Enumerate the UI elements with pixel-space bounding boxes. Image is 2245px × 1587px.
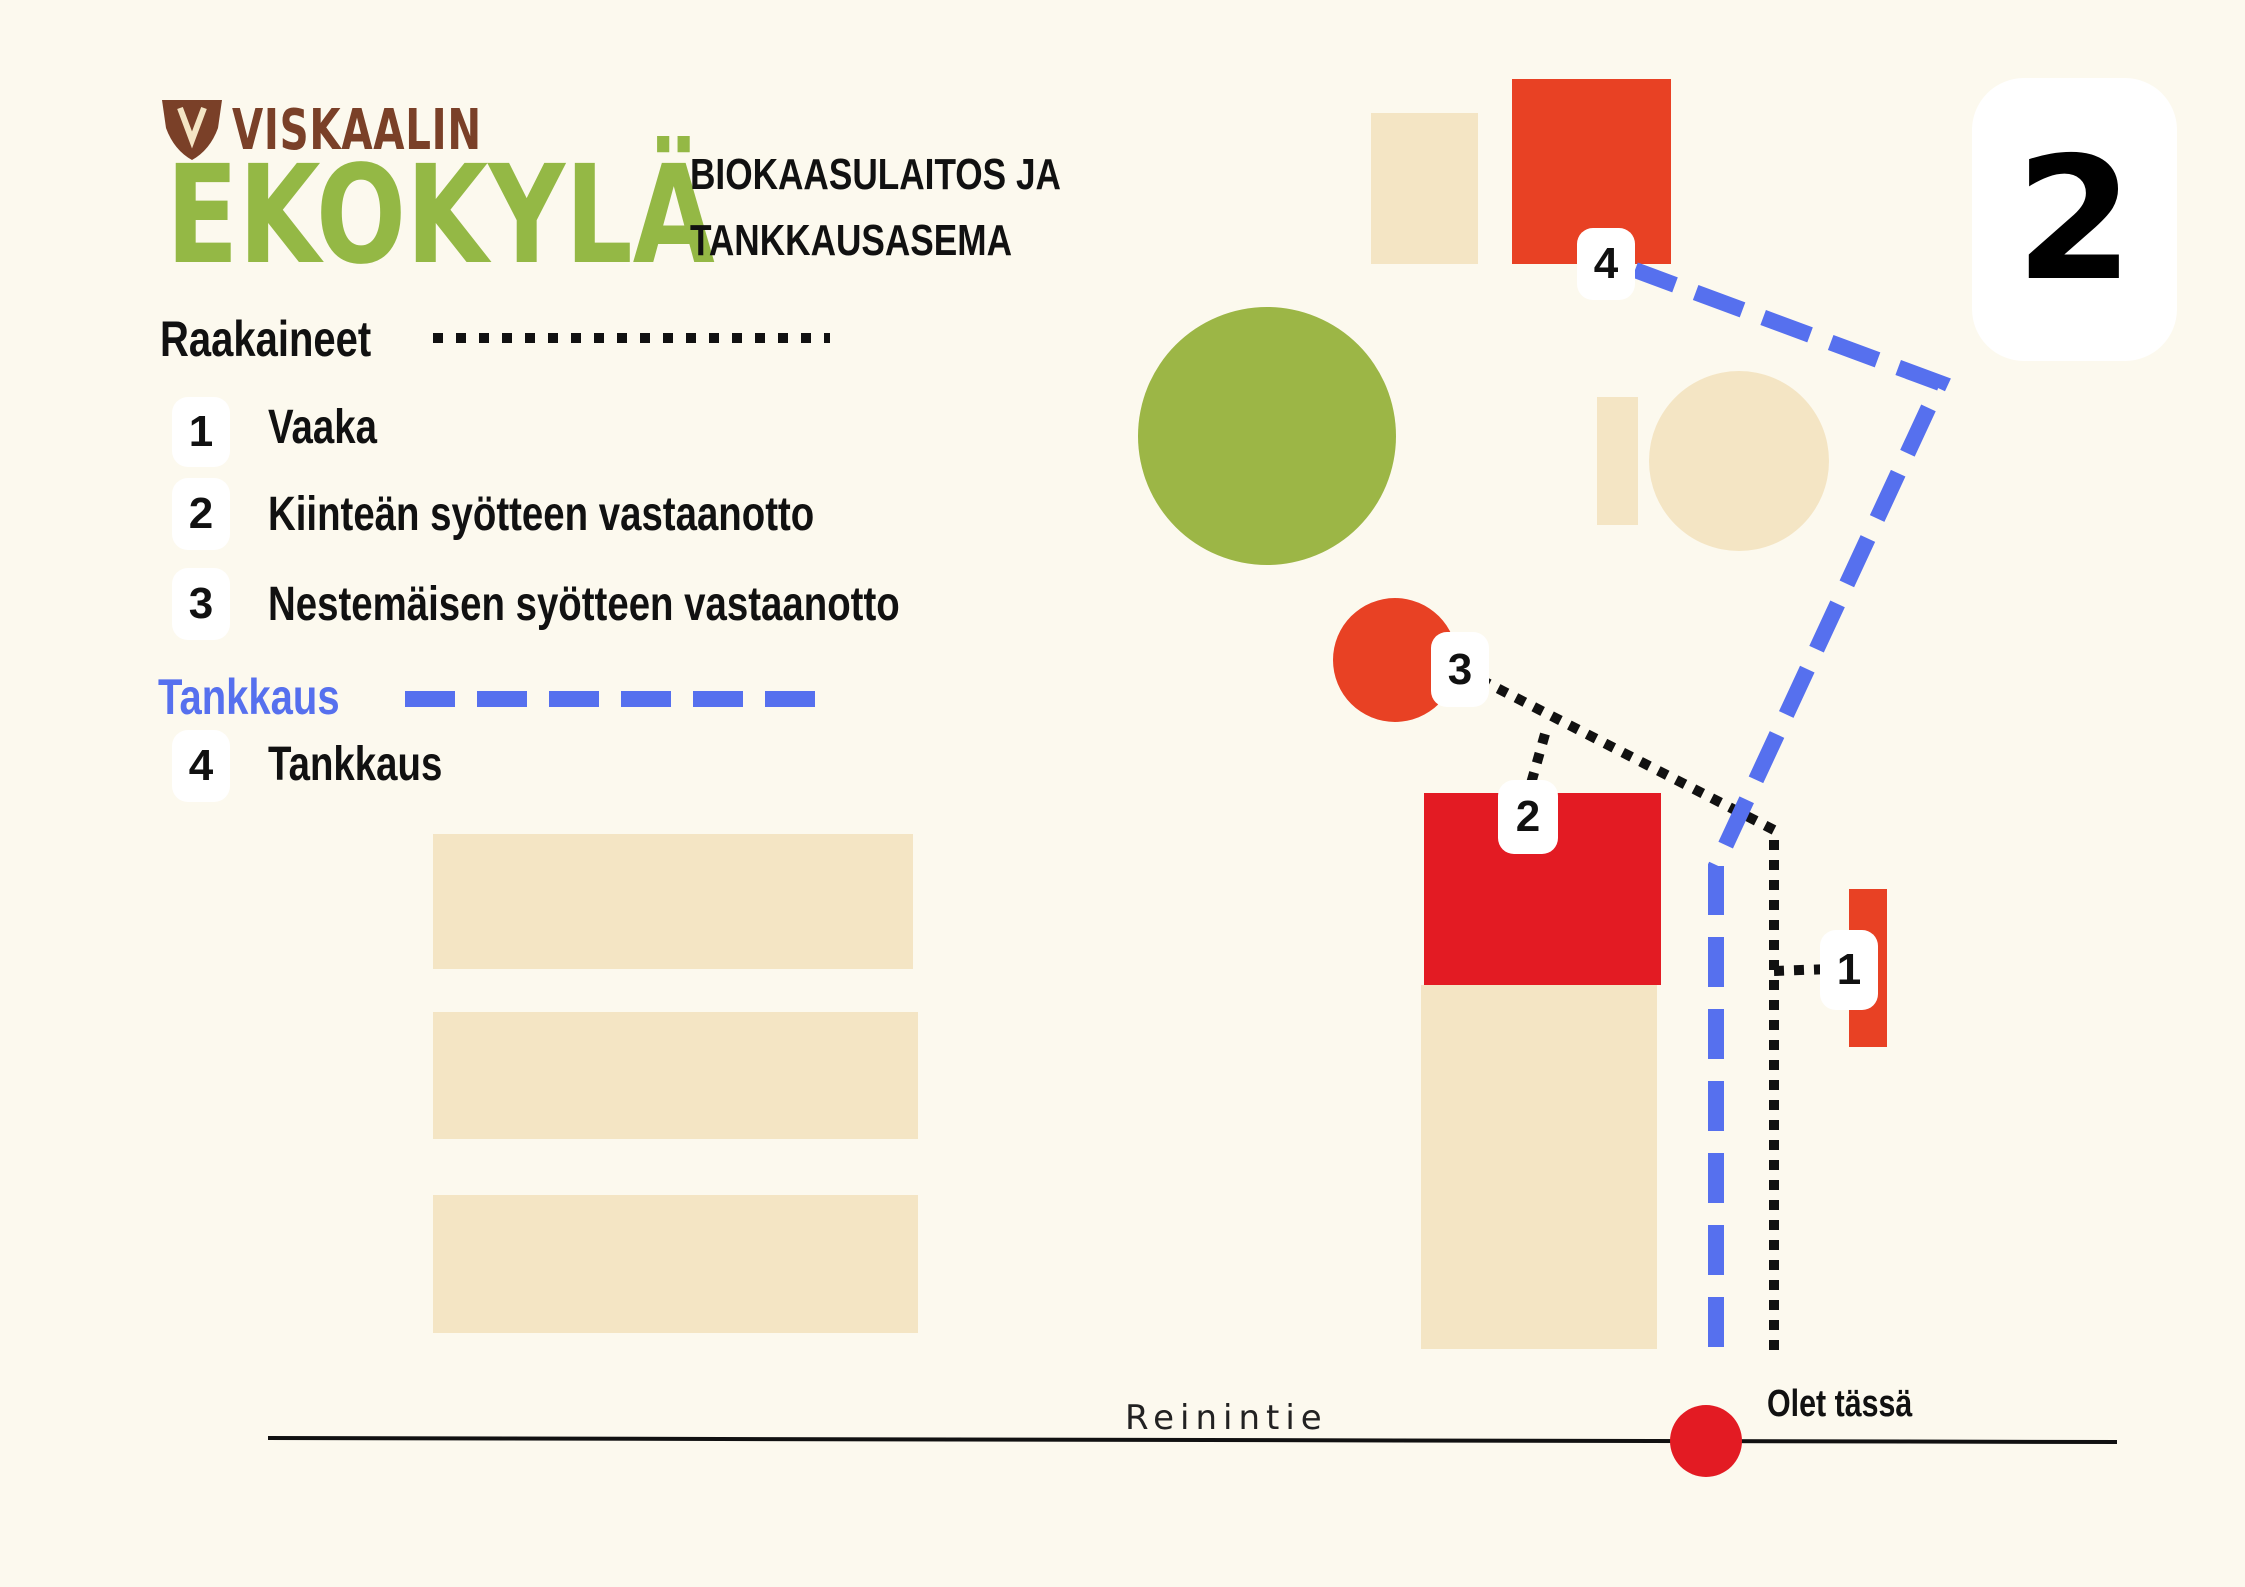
legend-badge-2: 2 xyxy=(172,478,230,550)
building-small-beige xyxy=(1597,397,1638,525)
logo-top-text: VISKAALIN xyxy=(232,98,482,163)
legend-badge-3: 3 xyxy=(172,568,230,640)
legend-badge-2-number: 2 xyxy=(188,489,214,538)
you-are-here-marker xyxy=(1670,1405,1742,1477)
road-name-label: Reinintie xyxy=(1125,1398,1328,1438)
map-marker-1-number: 1 xyxy=(1836,945,1862,994)
legend-badge-1: 1 xyxy=(172,397,230,467)
legend-label-2: Kiinteän syötteen vastaanotto xyxy=(268,488,815,541)
legend-label-4: Tankkaus xyxy=(268,738,443,791)
map-marker-2-number: 2 xyxy=(1515,792,1541,841)
page-number-badge: 2 xyxy=(1972,78,2177,361)
building-left-3 xyxy=(433,1195,918,1333)
map-marker-3: 3 xyxy=(1431,632,1489,707)
building-left-1 xyxy=(433,834,913,969)
road-line xyxy=(267,1436,2118,1444)
raw-materials-heading: Raakaineet xyxy=(160,311,372,367)
digester-tank xyxy=(1138,307,1396,565)
shield-leaf-icon xyxy=(162,100,222,160)
logo-main-text: EKOKYLÄ xyxy=(166,137,715,295)
legend-label-3: Nestemäisen syötteen vastaanotto xyxy=(268,578,900,631)
building-top-beige xyxy=(1371,113,1478,264)
refueling-heading: Tankkaus xyxy=(158,669,340,725)
legend-label-1: Vaaka xyxy=(268,401,377,454)
map-marker-1: 1 xyxy=(1820,930,1878,1010)
title-line-2: TANKKAUSASEMA xyxy=(690,216,1013,265)
page-number: 2 xyxy=(2015,120,2134,319)
legend-badge-4: 4 xyxy=(172,730,230,802)
map-marker-4-number: 4 xyxy=(1593,239,1619,288)
liquid-intake-tank xyxy=(1333,598,1457,722)
map-marker-3-number: 3 xyxy=(1447,644,1473,694)
refueling-route xyxy=(1632,262,1951,1347)
storage-tank-beige xyxy=(1649,371,1829,551)
building-left-2 xyxy=(433,1012,918,1139)
main-building-beige xyxy=(1421,985,1657,1349)
map-marker-4: 4 xyxy=(1577,228,1635,300)
title-line-1: BIOKAASULAITOS JA xyxy=(690,150,1061,199)
legend-badge-4-number: 4 xyxy=(188,741,214,790)
legend-badge-1-number: 1 xyxy=(188,407,214,456)
legend-badge-3-number: 3 xyxy=(188,579,214,628)
map-marker-2: 2 xyxy=(1498,780,1558,854)
you-are-here-label: Olet tässä xyxy=(1767,1383,1913,1425)
